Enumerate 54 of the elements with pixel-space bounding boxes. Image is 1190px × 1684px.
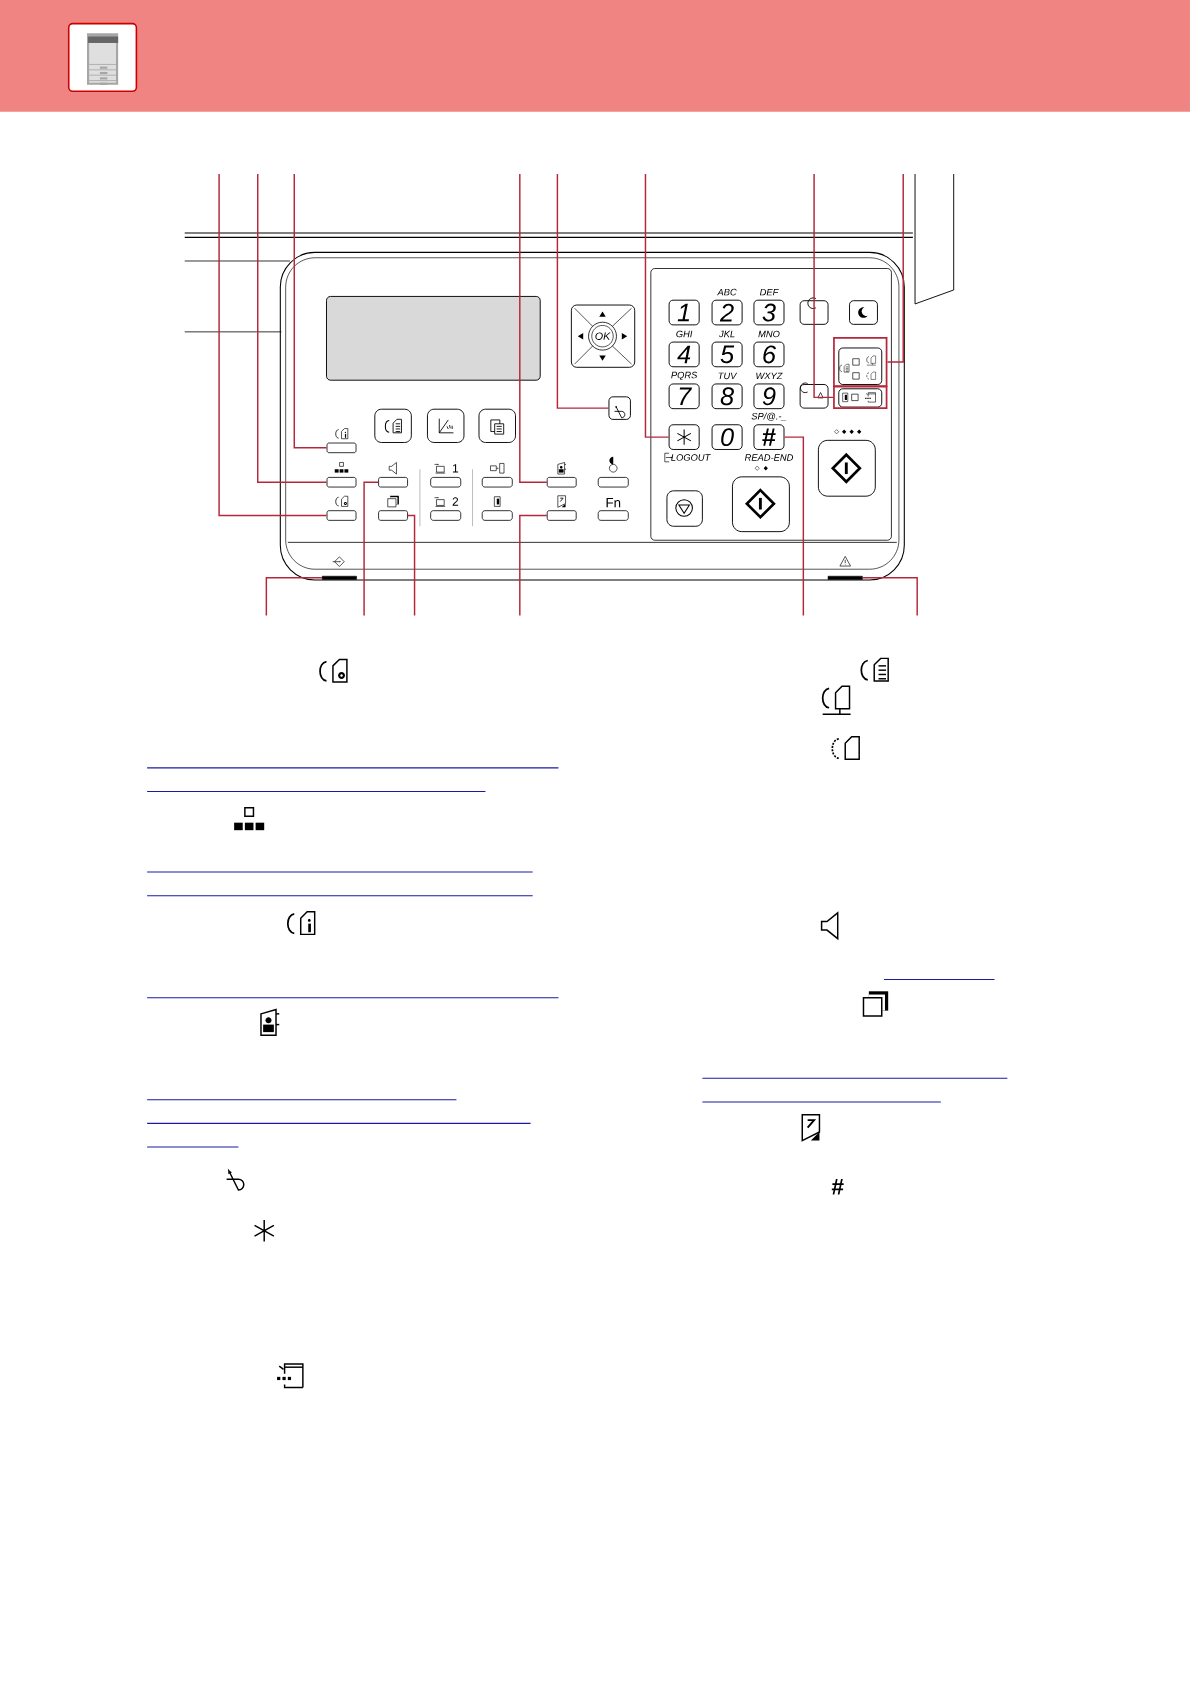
- indicator-frame: [833, 336, 888, 387]
- indicator-frame: [833, 385, 888, 409]
- indicator-lamp: [827, 575, 863, 580]
- key-caption: TUV: [718, 372, 738, 380]
- leader-line: [293, 173, 328, 449]
- tray-label: 1: [452, 464, 459, 473]
- leader-line: [519, 173, 548, 483]
- leader-line: [813, 173, 834, 399]
- leader-line: [783, 436, 805, 617]
- leader-line: [363, 481, 379, 617]
- leader-line: [556, 173, 610, 409]
- button-label: Fn: [606, 498, 621, 508]
- key-caption: READ-END: [744, 454, 794, 461]
- tray-label: 2: [452, 497, 459, 506]
- key-caption: SP/@.-_: [751, 412, 787, 421]
- leader-line: [644, 173, 670, 438]
- key-caption: MNO: [758, 330, 780, 338]
- keypad-key: 5: [711, 341, 743, 368]
- leader-line: [886, 173, 904, 363]
- leader-line: [218, 173, 328, 517]
- panel-button: [326, 477, 357, 488]
- key-caption: ABC: [717, 288, 737, 296]
- leader-line: [407, 514, 416, 617]
- keypad-key: 0: [711, 424, 743, 450]
- panel-button: [546, 510, 577, 521]
- key-caption: GHI: [676, 330, 693, 338]
- keypad-key: 1: [668, 299, 700, 326]
- keypad-key: 6: [753, 341, 785, 368]
- keypad-key: 8: [711, 383, 743, 410]
- key-caption: WXYZ: [756, 372, 783, 380]
- leader-line: [257, 173, 328, 483]
- asterisk-key: [668, 424, 700, 450]
- keypad-key: 7: [668, 383, 700, 410]
- key-caption: DEF: [759, 288, 779, 296]
- panel-button: [378, 510, 408, 521]
- indicator-lamp: [321, 575, 357, 580]
- keypad-key: 2: [711, 299, 743, 326]
- hash-symbol: #: [831, 1179, 844, 1195]
- panel-button: [326, 442, 357, 454]
- key-caption: LOGOUT: [671, 454, 711, 461]
- leader-line: [861, 577, 918, 617]
- keypad-key: #: [753, 424, 785, 450]
- leader-line: [265, 577, 323, 617]
- keypad-key: 9: [753, 383, 785, 410]
- ok-key: OK: [591, 325, 614, 348]
- panel-button: [546, 477, 577, 488]
- panel-button: [378, 477, 408, 488]
- back-key: [608, 396, 631, 420]
- leader-line: [519, 514, 548, 617]
- keypad-key: 3: [753, 299, 785, 326]
- key-caption: JKL: [719, 330, 735, 338]
- keypad-key: 4: [668, 341, 700, 368]
- key-caption: PQRS: [671, 371, 698, 381]
- panel-button: [326, 510, 357, 521]
